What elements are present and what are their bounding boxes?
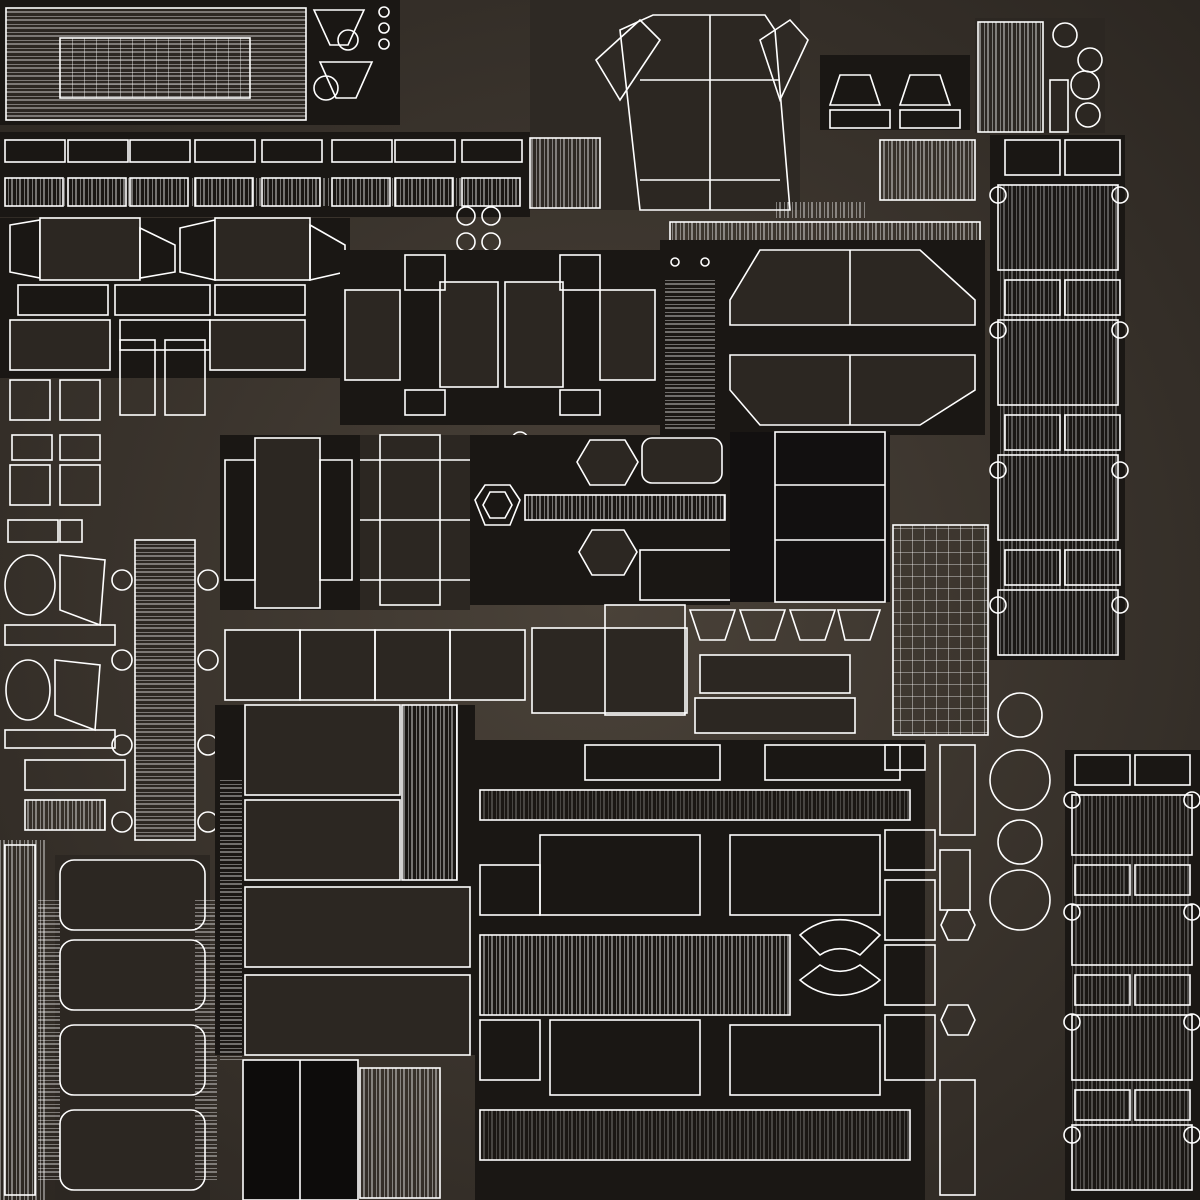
- long-vertical-strip: [111, 539, 219, 841]
- four-panel-row: [224, 604, 882, 734]
- peanut-shapes: [989, 692, 1051, 931]
- right-small-parts: [884, 744, 976, 1196]
- fan-shapes-left: [4, 554, 126, 831]
- left-lower-cushions: [0, 840, 217, 1200]
- octagon-pieces: [470, 435, 741, 605]
- right-column-repeats: [989, 135, 1129, 660]
- center-lower-panels: [215, 704, 475, 1200]
- fan-shape-top: [312, 6, 390, 101]
- ornament-pieces-top: [820, 55, 970, 130]
- striped-panel-top-mid: [529, 137, 981, 245]
- large-seat-unwrap: [660, 240, 985, 435]
- dark-tall-panel: [730, 431, 989, 736]
- bottom-right-chairs: [1063, 750, 1200, 1200]
- small-chair-row: [0, 132, 530, 217]
- top-right-panel: [975, 18, 1105, 133]
- chair-set-center: [340, 250, 660, 425]
- chair-parts-left: [7, 339, 206, 543]
- sofa-left-unwrap: [0, 217, 350, 378]
- center-mid-panels: [220, 434, 470, 610]
- long-horizontal-bars: [475, 740, 925, 1200]
